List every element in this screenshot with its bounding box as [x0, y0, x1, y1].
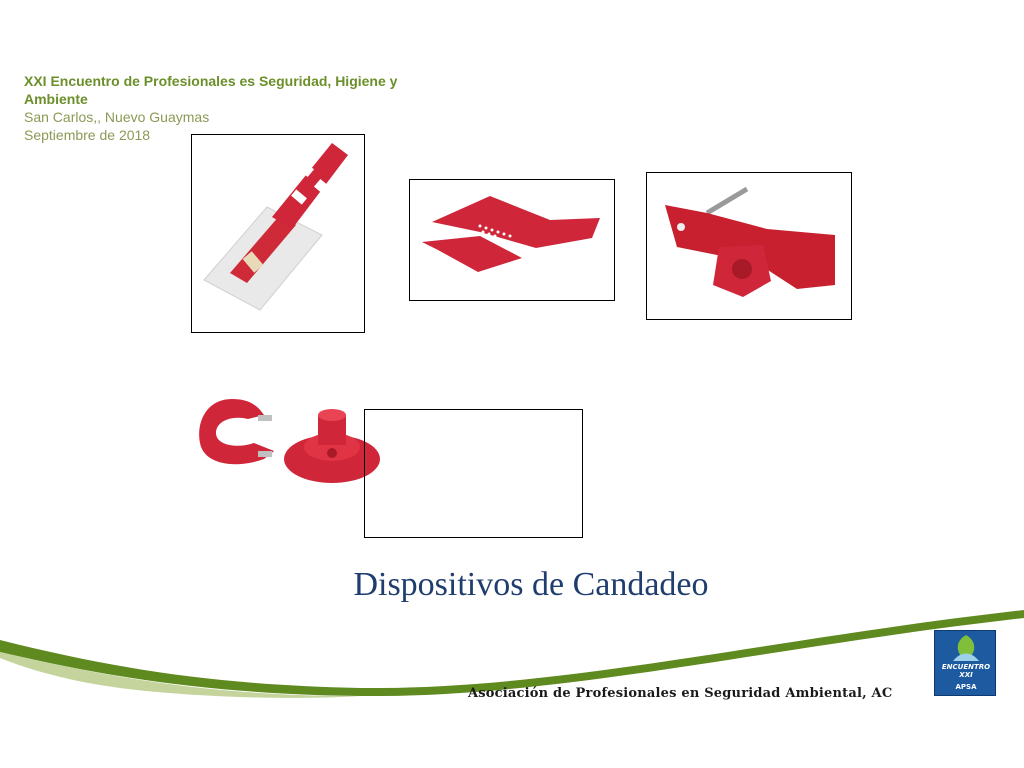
- empty-image-frame: [364, 409, 583, 538]
- valve-lockout-image: [646, 172, 852, 320]
- leaf-icon: [953, 635, 979, 661]
- apsa-logo: ENCUENTRO XXI APSA: [934, 630, 996, 696]
- event-location: San Carlos,, Nuevo Guaymas: [24, 109, 210, 125]
- gate-valve-lockout-image: [192, 393, 384, 495]
- valve-lockout-device-icon: [665, 186, 835, 297]
- breaker-lockout-image: [409, 179, 615, 301]
- organization-name: Asociación de Profesionales en Seguridad…: [468, 686, 893, 701]
- event-title-line-1: XXI Encuentro de Profesionales es Seguri…: [24, 73, 398, 89]
- switch-lockout-device-icon: [203, 143, 348, 311]
- event-header: XXI Encuentro de Profesionales es Seguri…: [24, 72, 444, 144]
- logo-abbreviation: APSA: [955, 683, 977, 691]
- slide-title: Dispositivos de Candadeo: [353, 566, 709, 603]
- gate-valve-lockout-icon: [199, 399, 380, 483]
- logo-name: ENCUENTRO XXI: [941, 663, 991, 679]
- breaker-blade-lockout-icon: [422, 196, 600, 272]
- event-date: Septiembre de 2018: [24, 127, 151, 143]
- event-title-line-2: Ambiente: [24, 91, 88, 107]
- green-swoosh-decoration: [0, 610, 1024, 698]
- switch-lockout-image: [191, 134, 365, 333]
